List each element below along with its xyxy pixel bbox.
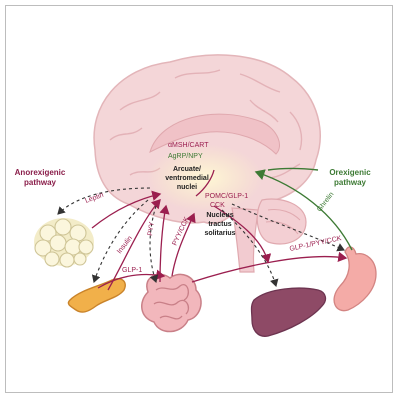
nts-line2: tractus xyxy=(208,221,231,228)
glp1-pyy-cck-arrow xyxy=(191,251,348,283)
orexigenic-label-line2: pathway xyxy=(334,178,367,187)
pomc-glp1-label: POMC/GLP-1 xyxy=(205,193,248,200)
nts-line3: solitarius xyxy=(204,230,235,237)
neural-to-stomach xyxy=(231,203,345,252)
adipose-tissue-icon xyxy=(34,218,94,268)
intestine-icon xyxy=(141,273,202,333)
orexigenic-arrows xyxy=(254,167,353,251)
pyy-label: PYY xyxy=(147,221,156,236)
nts-line1: Nucleus xyxy=(206,212,233,219)
liver-icon xyxy=(250,287,327,337)
brain-icon xyxy=(93,54,321,273)
pancreas-icon xyxy=(67,278,126,313)
arcuate-line1: Arcuate/ xyxy=(173,166,201,173)
anorexigenic-label-line1: Anorexigenic xyxy=(15,168,66,177)
neural-to-pancreas xyxy=(91,199,149,284)
neuropeptide-labels: αMSH/CART AgRP/NPY POMC/GLP-1 CCK xyxy=(168,142,248,209)
pomc-connector xyxy=(195,169,215,197)
glp1-label: GLP-1 xyxy=(122,267,142,274)
neural-to-liver xyxy=(221,209,279,288)
orexigenic-pathway-line xyxy=(267,167,319,171)
arcuate-line2: ventromedial xyxy=(165,175,209,182)
neural-dashed-arrows xyxy=(57,187,345,288)
orexigenic-label-line1: Orexigenic xyxy=(329,168,371,177)
nts-return-arrow xyxy=(213,205,272,264)
stomach-icon xyxy=(333,246,377,312)
anorexigenic-label-line2: pathway xyxy=(24,178,57,187)
msh-cart-label: αMSH/CART xyxy=(168,142,209,149)
pyy-cck-arrow xyxy=(171,212,196,277)
pathway-labels: Anorexigenic pathway Orexigenic pathway xyxy=(15,168,372,187)
agrp-npy-label: AgRP/NPY xyxy=(168,153,203,160)
ghrelin-label: Ghrelin xyxy=(316,191,335,213)
cck-label: CCK xyxy=(210,202,225,209)
leptin-label: Leptin xyxy=(84,192,104,205)
nuclei-labels: Arcuate/ ventromedial nuclei Nucleus tra… xyxy=(165,166,235,237)
neural-to-intestine xyxy=(149,205,159,284)
arcuate-line3: nuclei xyxy=(177,184,197,191)
leptin-arrow xyxy=(91,190,162,229)
ghrelin-arrow xyxy=(254,169,353,251)
neural-to-adipose xyxy=(57,187,151,215)
